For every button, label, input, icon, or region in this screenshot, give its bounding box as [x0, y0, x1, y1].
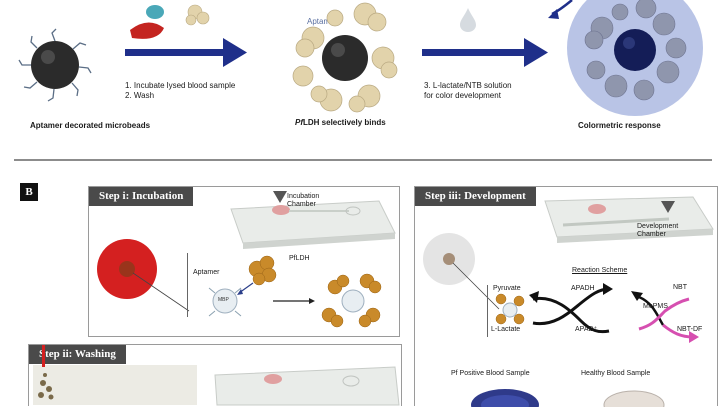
- mepms-label: MePMS: [643, 303, 668, 310]
- nbt-label: NBT: [673, 284, 687, 291]
- zoom-bracket-iii: [487, 285, 488, 337]
- panel-divider: [14, 159, 712, 161]
- development-chip-illustration: [544, 196, 714, 243]
- step-iii-title: Step iii: Development: [415, 187, 536, 206]
- positive-sample-result: [471, 389, 539, 407]
- binds-text: LDH selectively binds: [303, 118, 386, 127]
- aptamer-microbead-illustration: [18, 28, 92, 102]
- step1-caption-line1: 1. Incubate lysed blood sample: [125, 81, 236, 90]
- development-chamber-line2: Chamber: [637, 231, 666, 238]
- pf-prefix: Pf: [295, 118, 303, 127]
- aptamer-label-b: Aptamer: [193, 269, 220, 276]
- development-sample-illustration: [423, 233, 500, 310]
- mbp-label: MBP: [218, 297, 229, 303]
- process-arrow-1: [125, 38, 247, 67]
- zoom-bracket: [187, 253, 188, 317]
- development-chamber-line1: Development: [637, 223, 679, 230]
- pfldh-label: PfLDH: [289, 255, 310, 262]
- colorimetric-response-illustration: [567, 0, 703, 116]
- step-ii-panel: Step ii: Washing: [28, 344, 402, 406]
- incubation-chamber-line1: Incubation: [287, 193, 320, 200]
- curved-arrow-icon: [548, 0, 573, 19]
- aptamer-label: Aptamer: [307, 17, 338, 26]
- step-ii-title: Step ii: Washing: [29, 345, 126, 364]
- l-lactate-label: L-Lactate: [491, 326, 521, 333]
- response-label: Colormetric response: [578, 121, 661, 130]
- positive-sample-label: Pf Positive Blood Sample: [451, 370, 530, 377]
- step1-caption-line2: 2. Wash: [125, 91, 155, 100]
- healthy-sample-result: [603, 390, 665, 407]
- step2-caption: 3. L-lactate/NTB solution for color deve…: [424, 81, 512, 101]
- washing-illustration: [33, 345, 400, 406]
- panel-b-label: B: [20, 183, 38, 201]
- apad-label: APAD⁺: [575, 326, 598, 333]
- incubation-chip-illustration: [230, 191, 396, 249]
- blood-sample-illustration: [97, 239, 190, 312]
- pfldh-bound-bead-illustration: [292, 2, 398, 113]
- incubation-chamber-line2: Chamber: [287, 201, 316, 208]
- apadh-label: APADH: [571, 285, 595, 292]
- step-i-panel: Step i: Incubation Incubation Chamber Ap…: [88, 186, 400, 337]
- microbeads-label: Aptamer decorated microbeads: [30, 121, 151, 130]
- process-arrow-2: [422, 38, 548, 67]
- step-iii-panel: Step iii: Development Development Chambe…: [414, 186, 718, 407]
- healthy-sample-label: Healthy Blood Sample: [581, 370, 651, 377]
- blood-components-illustration: [130, 4, 210, 39]
- reaction-scheme-label: Reaction Scheme: [572, 267, 628, 274]
- selective-binding-label: PfLDH selectively binds: [295, 118, 386, 127]
- step2-caption-line2: for color development: [424, 91, 501, 100]
- nbt-df-label: NBT-DF: [677, 326, 703, 333]
- reagent-droplet-icon: [460, 8, 476, 32]
- development-chamber-label: Development Chamber: [637, 223, 678, 239]
- binding-mechanism-illustration: [208, 255, 382, 328]
- step-i-title: Step i: Incubation: [89, 187, 194, 206]
- reaction-scheme-diagram: [495, 283, 699, 343]
- pyruvate-label: Pyruvate: [493, 285, 521, 292]
- step1-caption: 1. Incubate lysed blood sample 2. Wash: [125, 81, 235, 101]
- incubation-chamber-label: Incubation Chamber: [287, 193, 319, 209]
- step2-caption-line1: 3. L-lactate/NTB solution: [424, 81, 512, 90]
